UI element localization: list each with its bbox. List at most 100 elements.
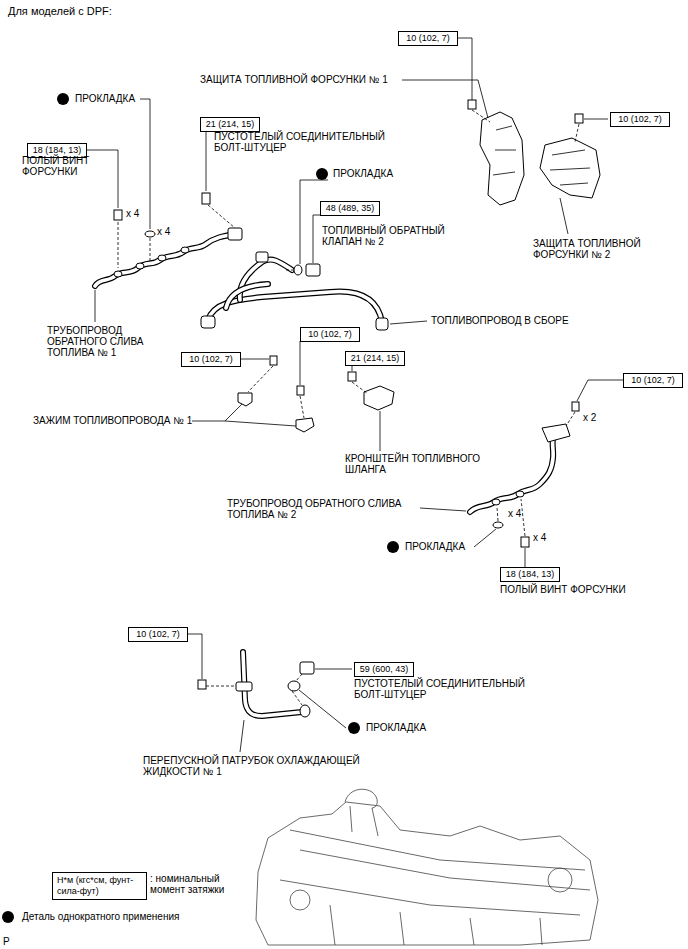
leader-line bbox=[240, 720, 244, 752]
torque-value: 10 (102, 7) bbox=[618, 114, 662, 124]
legend-swatch bbox=[2, 911, 14, 923]
fuel-pipe-branch bbox=[226, 284, 268, 308]
torque-box: 21 (214, 15) bbox=[345, 351, 405, 366]
gasket bbox=[493, 522, 503, 528]
engine-detail bbox=[290, 890, 310, 910]
bolt bbox=[521, 537, 529, 547]
bolt bbox=[468, 100, 476, 109]
assembly-line bbox=[352, 382, 368, 394]
engine-detail bbox=[280, 806, 590, 945]
leader-line bbox=[380, 411, 381, 451]
pipe-end bbox=[201, 316, 215, 328]
torque-box: 18 (184, 13) bbox=[500, 567, 560, 582]
union-bolt bbox=[202, 193, 210, 204]
leader-line bbox=[95, 290, 96, 322]
leader-line bbox=[192, 404, 296, 426]
assembly-line bbox=[248, 366, 304, 418]
leader-line bbox=[315, 669, 352, 670]
shield-detail bbox=[493, 126, 516, 175]
pipe-bracket bbox=[542, 424, 570, 442]
leader-line bbox=[560, 198, 568, 234]
part-label: ПУСТОТЕЛЫЙ СОЕДИНИТЕЛЬНЫЙ БОЛТ-ШТУЦЕР bbox=[214, 131, 414, 153]
assembly-line bbox=[208, 205, 235, 228]
bolt bbox=[297, 386, 304, 395]
pipe-end bbox=[228, 228, 242, 240]
torque-value: 48 (489, 35) bbox=[326, 203, 375, 213]
assembly-line bbox=[206, 686, 236, 687]
part-label: ТРУБОПРОВОД ОБРАТНОГО СЛИВА ТОПЛИВА № 1 bbox=[47, 325, 159, 358]
gasket bbox=[294, 265, 302, 275]
part-label: ПРОКЛАДКА bbox=[333, 168, 393, 179]
pipe-end bbox=[256, 252, 268, 262]
union-bolt bbox=[348, 372, 356, 381]
part-label: ПОЛЫЙ ВИНТ ФОРСУНКИ bbox=[500, 584, 626, 595]
single-use-mark bbox=[387, 541, 399, 553]
assembly-line bbox=[497, 499, 525, 536]
banjo bbox=[492, 499, 500, 505]
part-label: ТОПЛИВОПРОВОД В СБОРЕ bbox=[431, 315, 569, 326]
bolt bbox=[575, 114, 583, 123]
torque-box: 10 (102, 7) bbox=[610, 112, 670, 127]
fuel-pipe-branch bbox=[240, 260, 292, 300]
figure-code: P bbox=[3, 936, 10, 947]
part-label: x 4 bbox=[533, 532, 546, 543]
gasket bbox=[288, 681, 300, 691]
part-label: x 4 bbox=[157, 226, 170, 237]
fuel-pipe-branch bbox=[240, 260, 292, 300]
leader-line bbox=[300, 180, 328, 264]
bolt bbox=[270, 356, 277, 365]
part-label: ТОПЛИВНЫЙ ОБРАТНЫЙ КЛАПАН № 2 bbox=[322, 225, 457, 247]
return-pipe-2 bbox=[470, 432, 556, 512]
torque-value: 10 (102, 7) bbox=[308, 329, 352, 339]
return-pipe-1 bbox=[95, 234, 236, 286]
bolt bbox=[572, 402, 579, 411]
torque-value: 59 (600, 43) bbox=[360, 664, 409, 674]
part-label: ЗАЖИМ ТОПЛИВОПРОВОДА № 1 bbox=[33, 415, 192, 426]
part-label: ПРОКЛАДКА bbox=[366, 722, 426, 733]
banjo bbox=[114, 271, 122, 277]
leader-line bbox=[87, 150, 118, 208]
assembly-line bbox=[286, 270, 294, 271]
leader-line bbox=[390, 321, 427, 324]
part-label: ПРОКЛАДКА bbox=[405, 541, 465, 552]
banjo bbox=[136, 263, 144, 269]
leader-line bbox=[420, 508, 466, 511]
torque-box: 10 (102, 7) bbox=[623, 373, 683, 388]
leader-line bbox=[206, 131, 207, 191]
clamp bbox=[238, 393, 252, 406]
part-label: ПОЛЫЙ ВИНТ ФОРСУНКИ bbox=[22, 155, 104, 177]
part-label: x 4 bbox=[126, 208, 139, 219]
part-label: x 4 bbox=[508, 508, 521, 519]
injector-shield-2 bbox=[540, 138, 600, 198]
single-use-mark bbox=[316, 168, 328, 180]
legend-torque-box: Н*м (кгс*см, фунт-сила-фут) bbox=[52, 872, 147, 900]
torque-value: 10 (102, 7) bbox=[406, 33, 450, 43]
pipe-bracket bbox=[236, 682, 252, 691]
banjo bbox=[158, 255, 166, 261]
legend-text: : номинальный момент затяжки bbox=[150, 873, 242, 895]
part-label: ТРУБОПРОВОД ОБРАТНОГО СЛИВА ТОПЛИВА № 2 bbox=[227, 498, 417, 520]
torque-value: Н*м (кгс*см, фунт-сила-фут) bbox=[57, 875, 133, 896]
return-pipe-2 bbox=[470, 432, 556, 512]
torque-box: 10 (102, 7) bbox=[398, 31, 458, 46]
engine-detail bbox=[548, 868, 572, 892]
torque-value: 18 (184, 13) bbox=[506, 569, 555, 579]
bolt bbox=[114, 210, 122, 220]
injector-shield-1 bbox=[480, 112, 524, 205]
engine-outline bbox=[256, 802, 598, 945]
torque-box: 59 (600, 43) bbox=[354, 662, 414, 677]
leader-line bbox=[300, 341, 301, 385]
leader-line bbox=[299, 690, 346, 728]
torque-value: 18 (184, 13) bbox=[33, 145, 82, 155]
single-use-mark bbox=[57, 93, 69, 105]
part-label: ЗАЩИТА ТОПЛИВНОЙ ФОРСУНКИ № 1 bbox=[200, 74, 388, 85]
part-label: ЗАЩИТА ТОПЛИВНОЙ ФОРСУНКИ № 2 bbox=[533, 238, 658, 260]
assembly-line bbox=[118, 222, 150, 268]
engine-detail bbox=[345, 789, 377, 808]
torque-box: 10 (102, 7) bbox=[181, 352, 241, 367]
part-label: КРОНШТЕЙН ТОПЛИВНОГО ШЛАНГА bbox=[345, 453, 495, 475]
union-bolt bbox=[300, 662, 314, 674]
leader-line bbox=[313, 215, 320, 263]
